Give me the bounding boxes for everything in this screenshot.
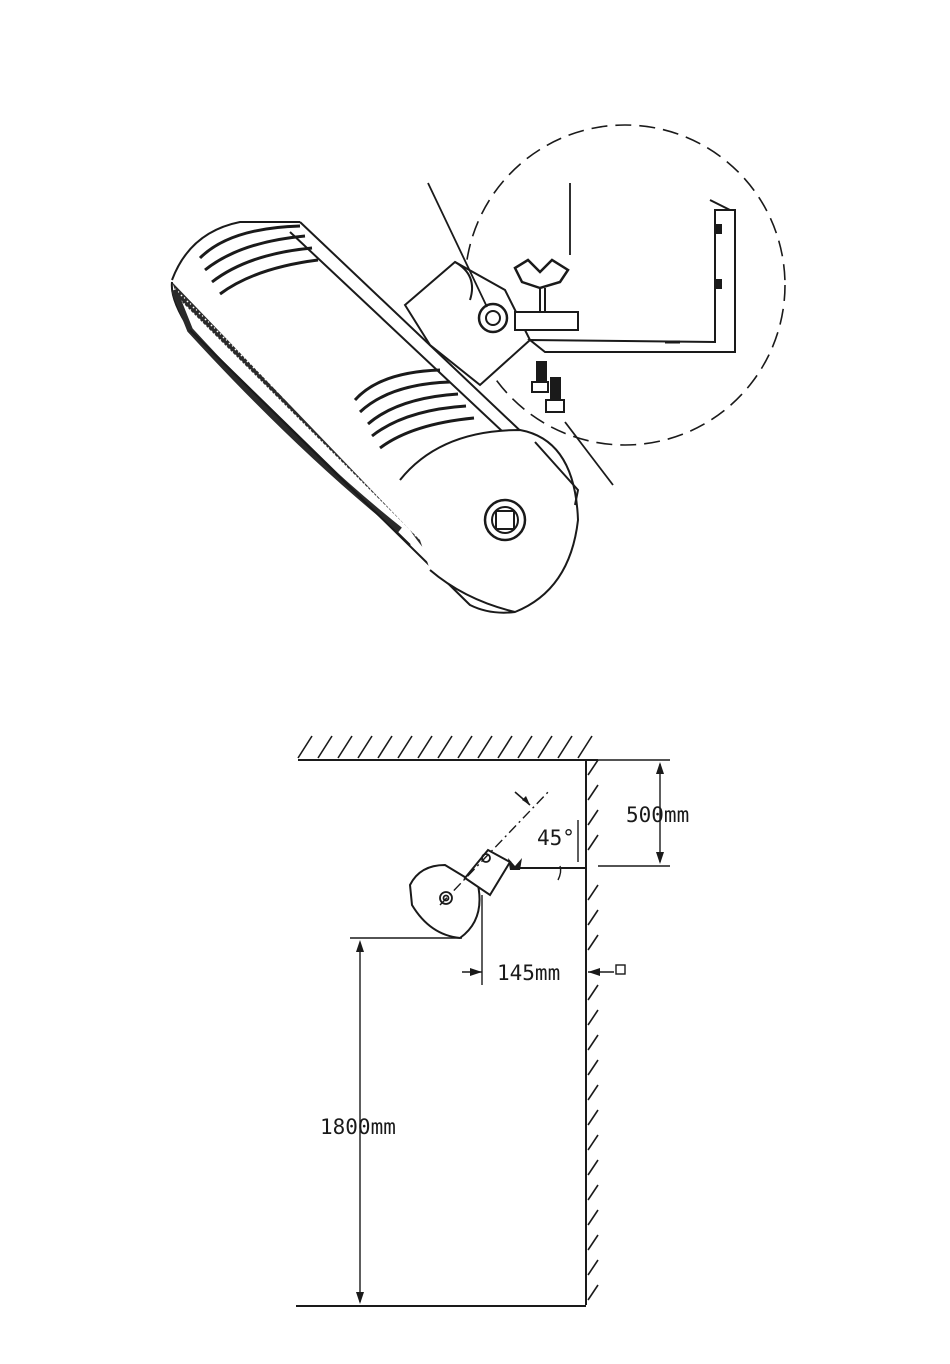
heater-body <box>172 222 578 613</box>
heater-profile <box>410 850 586 938</box>
label-tilt-angle: 45° <box>537 826 575 850</box>
wing-nut <box>515 260 568 318</box>
wall <box>586 760 598 1305</box>
label-wall-offset: 145mm <box>497 961 560 985</box>
installation-diagram <box>296 736 670 1306</box>
leader-line-bolts <box>565 422 613 485</box>
mounting-bolts <box>532 362 564 412</box>
end-cap <box>400 430 578 612</box>
exploded-view <box>172 125 785 613</box>
label-ceiling-clearance: 500mm <box>626 803 689 827</box>
ceiling <box>298 736 598 760</box>
detail-circle <box>465 125 785 445</box>
swivel-bracket <box>405 262 530 385</box>
label-floor-height: 1800mm <box>320 1115 396 1139</box>
